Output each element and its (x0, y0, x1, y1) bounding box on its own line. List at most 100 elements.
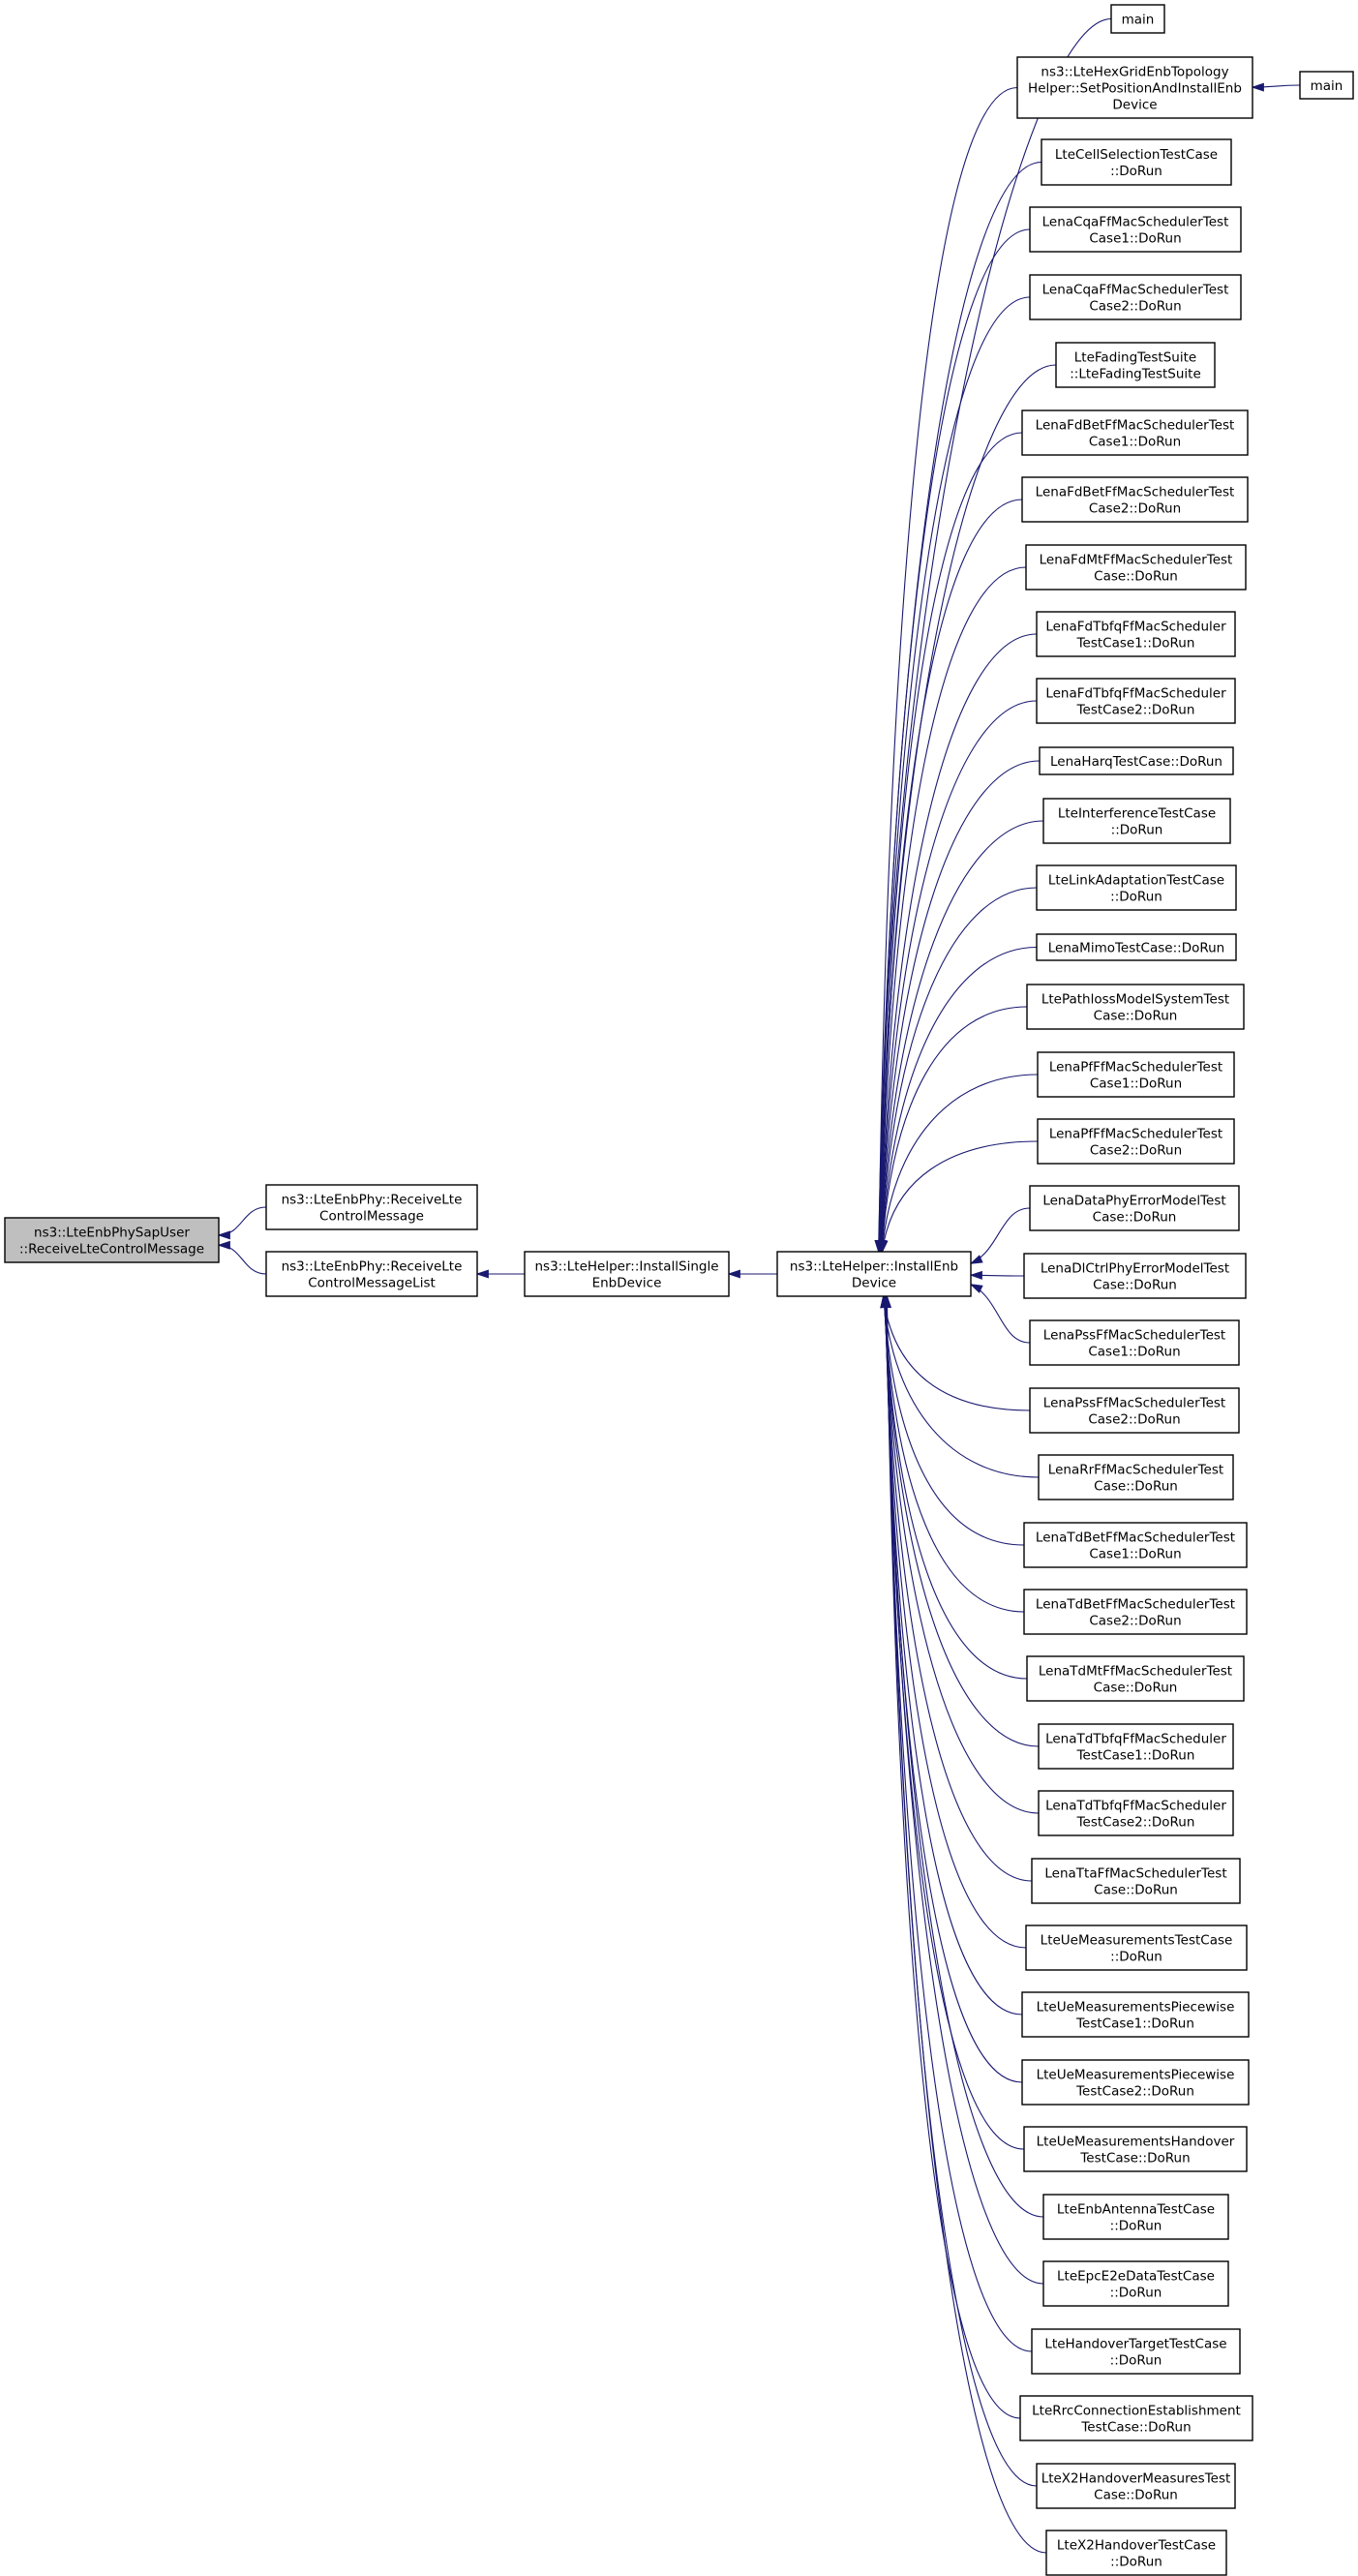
edge-line (880, 633, 1038, 1253)
node-label: ::DoRun (1110, 164, 1162, 179)
node-n_rlcm[interactable]: ns3::LteEnbPhy::ReceiveLteControlMessage (265, 1184, 478, 1230)
node-box (1036, 933, 1237, 961)
edge-c22-to-n_ied (880, 1294, 1040, 1478)
node-label: Case2::DoRun (1089, 298, 1181, 314)
edge-line (878, 86, 1018, 1253)
edge-line (885, 1295, 1044, 2218)
node-label: Case2::DoRun (1090, 1142, 1182, 1158)
node-label: LenaFdMtFfMacSchedulerTest (1040, 552, 1233, 567)
node-box (1041, 138, 1232, 186)
node-label: TestCase2::DoRun (1076, 702, 1195, 717)
node-c34[interactable]: LteEpcE2eDataTestCase::DoRun (1042, 2260, 1229, 2307)
node-c0[interactable]: main (1110, 4, 1165, 34)
edge-c17-to-n_ied (879, 1140, 1039, 1254)
edges-layer (217, 17, 1301, 2554)
edge-c20-to-n_ied (969, 1284, 1031, 1344)
node-label: ::DoRun (1110, 2218, 1162, 2233)
arrowhead (475, 1269, 489, 1279)
node-c36[interactable]: LteRrcConnectionEstablishmentTestCase::D… (1019, 2395, 1253, 2441)
node-box (1025, 544, 1247, 591)
node-c30[interactable]: LteUeMeasurementsPiecewiseTestCase1::DoR… (1021, 1991, 1250, 2038)
edge-line (885, 1295, 1025, 2150)
edge-n_rlcm-to-root (217, 1206, 267, 1240)
node-box (1029, 274, 1242, 320)
node-c2[interactable]: LteCellSelectionTestCase::DoRun (1041, 138, 1232, 186)
node-c14[interactable]: LenaMimoTestCase::DoRun (1036, 933, 1237, 961)
node-box (1042, 2194, 1229, 2240)
node-c38[interactable]: LteX2HandoverTestCase::DoRun (1045, 2530, 1227, 2576)
edge-line (881, 1140, 1039, 1253)
node-label: main (1122, 12, 1155, 27)
edge-n_ied-to-n_ised (727, 1269, 777, 1279)
node-box (1026, 1655, 1245, 1702)
node-label: main (1311, 78, 1343, 94)
node-label: LteHandoverTargetTestCase (1044, 2336, 1226, 2351)
node-label: Case::DoRun (1094, 568, 1178, 584)
node-box (4, 1217, 220, 1263)
node-label: LteUeMeasurementsHandover (1037, 2134, 1235, 2149)
node-label: Device (852, 1275, 896, 1290)
node-label: LteInterferenceTestCase (1058, 805, 1216, 821)
node-label: ::DoRun (1110, 2554, 1162, 2569)
node-n_rlcml[interactable]: ns3::LteEnbPhy::ReceiveLteControlMessage… (265, 1251, 478, 1297)
node-c33[interactable]: LteEnbAntennaTestCase::DoRun (1042, 2194, 1229, 2240)
edge-c1m-to-c1 (1251, 82, 1301, 92)
node-label: LenaFdTbfqFfMacScheduler (1045, 619, 1226, 634)
node-box (1021, 409, 1249, 456)
node-c11[interactable]: LenaHarqTestCase::DoRun (1039, 746, 1234, 775)
node-box (1025, 1924, 1248, 1971)
node-label: Case1::DoRun (1089, 434, 1181, 449)
edge-line (218, 1244, 267, 1275)
node-c5[interactable]: LteFadingTestSuite::LteFadingTestSuite (1055, 342, 1216, 388)
node-label: TestCase::DoRun (1080, 2419, 1191, 2435)
node-c1[interactable]: ns3::LteHexGridEnbTopologyHelper::SetPos… (1016, 56, 1253, 119)
edge-line (883, 1295, 1040, 1478)
node-root[interactable]: ns3::LteEnbPhySapUser::ReceiveLteControl… (4, 1217, 220, 1263)
node-box (265, 1184, 478, 1230)
node-box (1029, 1319, 1240, 1366)
node-box (1039, 746, 1234, 775)
arrowhead (217, 1230, 230, 1240)
node-c35[interactable]: LteHandoverTargetTestCase::DoRun (1031, 2328, 1241, 2375)
node-c1m[interactable]: main (1299, 71, 1354, 100)
node-box (1023, 1522, 1248, 1568)
node-label: Helper::SetPositionAndInstallEnb (1028, 80, 1242, 96)
node-c12[interactable]: LteInterferenceTestCase::DoRun (1042, 798, 1231, 844)
node-c29[interactable]: LteUeMeasurementsTestCase::DoRun (1025, 1924, 1248, 1971)
edge-c38-to-n_ied (883, 1294, 1047, 2554)
node-label: LteFadingTestSuite (1074, 349, 1196, 365)
edge-line (884, 1295, 1040, 1814)
node-c13[interactable]: LteLinkAdaptationTestCase::DoRun (1036, 864, 1237, 911)
node-label: LenaPfFfMacSchedulerTest (1049, 1059, 1222, 1075)
node-c31[interactable]: LteUeMeasurementsPiecewiseTestCase2::DoR… (1021, 2059, 1250, 2106)
arrowhead (217, 1240, 230, 1250)
edge-line (883, 1295, 1025, 1613)
edge-line (881, 887, 1038, 1253)
node-box (1029, 1387, 1240, 1434)
